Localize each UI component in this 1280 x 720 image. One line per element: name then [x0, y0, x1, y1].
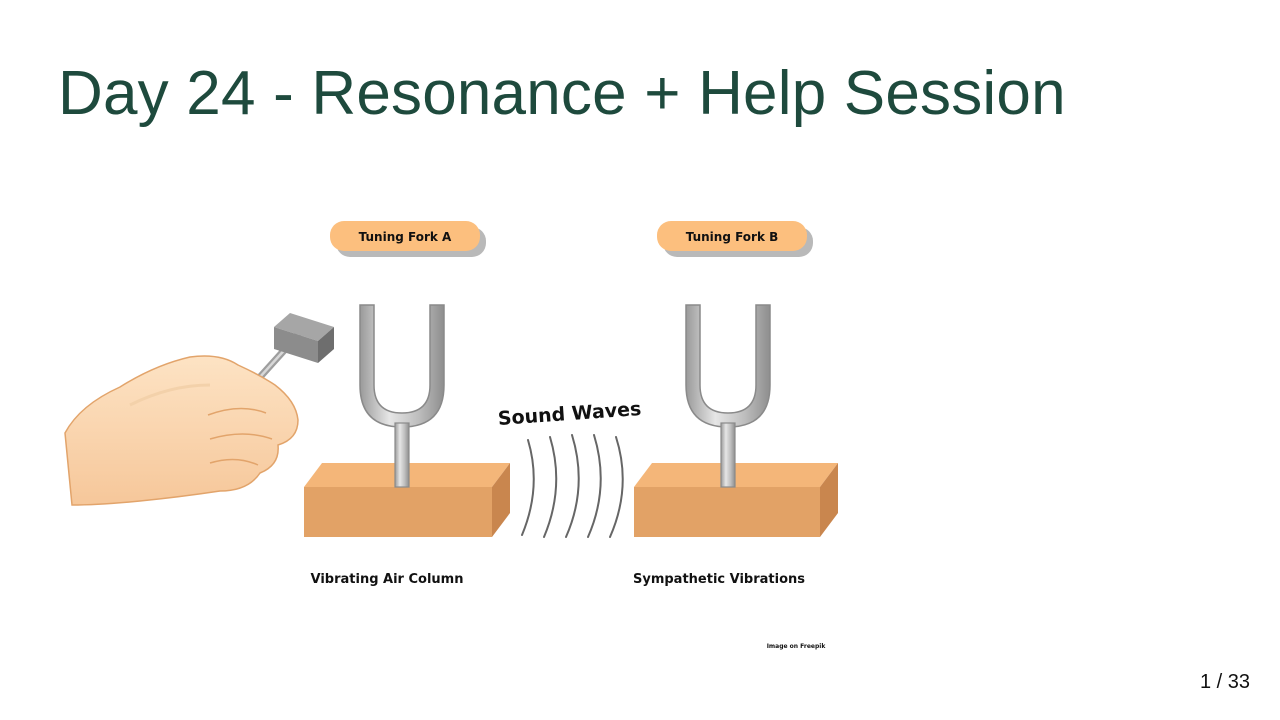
- image-credit: Image on Freepik: [767, 643, 827, 650]
- sound-wave-arc: [609, 436, 624, 538]
- page-number: 1 / 33: [1199, 671, 1250, 693]
- tuning-fork-b: [685, 304, 771, 488]
- resonance-illustration: Tuning Fork A Tuning Fork B: [60, 215, 860, 665]
- sound-wave-arc: [565, 434, 580, 538]
- resonance-diagram-svg: Tuning Fork A Tuning Fork B: [64, 221, 838, 650]
- label-tuning-fork-a-text: Tuning Fork A: [359, 230, 452, 244]
- hand-icon: [64, 355, 299, 506]
- tuning-fork-a: [359, 304, 445, 488]
- label-tuning-fork-a: Tuning Fork A: [330, 221, 486, 257]
- label-tuning-fork-b-text: Tuning Fork B: [686, 230, 779, 244]
- sound-wave-arc: [587, 434, 602, 538]
- wooden-block-b: [634, 463, 838, 537]
- sound-wave-arcs: [521, 434, 624, 538]
- sound-wave-arc: [521, 439, 535, 536]
- wooden-block-a: [304, 463, 510, 537]
- caption-sympathetic-vibrations: Sympathetic Vibrations: [633, 572, 805, 587]
- label-tuning-fork-b: Tuning Fork B: [657, 221, 813, 257]
- sound-wave-arc: [543, 436, 558, 538]
- label-sound-waves: Sound Waves: [497, 398, 642, 430]
- caption-vibrating-air-column: Vibrating Air Column: [311, 572, 464, 587]
- slide-title: Day 24 - Resonance + Help Session: [58, 59, 1066, 128]
